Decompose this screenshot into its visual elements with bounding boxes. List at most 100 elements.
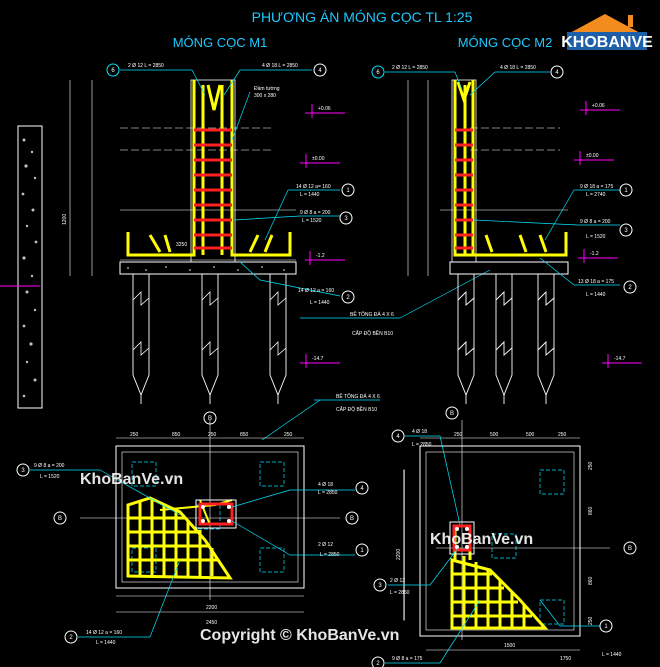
m1-callout-l1440-b: L = 1440 [310, 300, 330, 306]
plan-m1-callout-l1520: L = 1520 [40, 474, 60, 480]
svg-text:6: 6 [111, 68, 115, 74]
plan-m1-bubble-1: 1 [360, 548, 364, 554]
m1-callout-l1440: L = 1440 [300, 192, 320, 198]
note-grade-1: CẤP ĐỘ BỀN B10 [352, 330, 393, 337]
plan-m2-bubble-3: 3 [378, 583, 382, 589]
plan-m2-dim-1500: 1500 [504, 643, 515, 649]
m2-bubble-4: 4 [555, 70, 559, 76]
m1-callout-l1520: L = 1520 [302, 218, 322, 224]
m2-callout-2phi12: 2 Ø 12 L = 2850 [392, 65, 428, 71]
plan-m2-bubble-4: 4 [396, 434, 400, 440]
plan-m2-callout-2phi12: 2 Ø 12 [390, 578, 405, 584]
plan-m2-dim-side-4: 860 [588, 576, 594, 585]
plan-m2-callout-l2850b: L = 2850 [390, 590, 410, 596]
plan-m1-axis-right: B [350, 516, 354, 522]
watermark-2: KhoBanVe.vn [430, 531, 533, 548]
plan-m1-axis-top: B [208, 416, 212, 422]
note-concrete-1: BÊ TÔNG ĐÁ 4 X 6 [350, 310, 394, 318]
watermark-copyright: Copyright © KhoBanVe.vn [200, 627, 399, 644]
plan-m1: 250 850 250 850 250 [16, 411, 369, 646]
note-concrete-2: BÊ TÔNG ĐÁ 4 X 6 [336, 392, 380, 400]
m1-bubble-3: 3 [344, 216, 348, 222]
m1-level-147: -14.7 [312, 356, 324, 362]
m2-bubble-2: 2 [628, 285, 632, 291]
plan-m1-callout-l1440: L = 1440 [96, 640, 116, 646]
plan-m1-callout-2phi12: 2 Ø 12 [318, 542, 333, 548]
plan-m1-callout-l2850b: L = 2850 [320, 552, 340, 558]
m1-bubble-1: 1 [346, 188, 350, 194]
plan-m1-callout-4phi18: 4 Ø 18 [318, 482, 333, 488]
plan-m2: 250 500 500 250 2200 250 860 860 250 [371, 406, 637, 667]
m1-dim-1200: 1200 [62, 214, 68, 225]
m1-callout-dam: Đầm tường [254, 86, 280, 92]
m1-callout-9phi8: 9 Ø 8 a = 200 [300, 210, 331, 216]
m1-dim-250: 3250 [176, 242, 187, 248]
note-grade-2: CẤP ĐỘ BỀN B10 [336, 406, 377, 413]
watermark-1: KhoBanVe.vn [80, 471, 183, 488]
plan-m1-dim-5: 250 [284, 432, 293, 438]
m1-callout-4phi18: 4 Ø 18 L = 2850 [262, 63, 298, 69]
section-m1: 1200 +0.06 ±0.00 -1.2 -14.7 [62, 63, 355, 404]
plan-m1-dim-2200: 2200 [206, 605, 217, 611]
plan-m2-axis-top: B [450, 411, 454, 417]
plan-m1-callout-14phi12: 14 Ø 12 a = 160 [86, 630, 122, 636]
plan-m2-dim-4: 250 [558, 432, 567, 438]
wall-hatch-strip [0, 125, 43, 409]
m2-callout-4phi18: 4 Ø 18 L = 2850 [500, 65, 536, 71]
m1-callout-14phi12: 14 Ø 12 a= 160 [296, 184, 331, 190]
plan-m1-callout-9phi8: 9 Ø 8 a = 200 [34, 463, 65, 469]
plan-m2-dim-side-2: 250 [588, 461, 594, 470]
m2-callout-l1440: L = 1440 [586, 292, 606, 298]
m2-level-000: ±0.00 [586, 153, 599, 159]
plan-m1-callout-l2850: L = 2850 [318, 490, 338, 496]
plan-m2-dim-side-1: 2200 [396, 549, 402, 560]
plan-m2-callout-4phi18: 4 Ø 18 [412, 429, 427, 435]
section-m2: +0.06 ±0.00 -1.2 -14.7 [371, 65, 642, 404]
plan-m2-dim-1750: 1750 [560, 656, 571, 662]
plan-m1-dim-2: 850 [172, 432, 181, 438]
logo-roof-icon [568, 14, 642, 34]
plan-m2-dim-2: 500 [490, 432, 499, 438]
plan-m2-dim-3: 500 [526, 432, 535, 438]
plan-m2-dim-side-3: 860 [588, 506, 594, 515]
concrete-notes: BÊ TÔNG ĐÁ 4 X 6 CẤP ĐỘ BỀN B10 BÊ TÔNG … [261, 269, 491, 441]
m1-level-000: ±0.00 [312, 156, 325, 162]
drawing-title: PHƯƠNG ÁN MÓNG CỌC TL 1:25 [252, 9, 473, 25]
plan-m2-dim-1: 250 [454, 432, 463, 438]
m2-callout-l1520: L = 1520 [586, 234, 606, 240]
khobanve-logo: KHOBANVE [561, 14, 653, 51]
m2-level-147: -14.7 [614, 356, 626, 362]
m1-callout-dam-size: 300 x 280 [254, 93, 276, 99]
section-m2-title: MÓNG CỌC M2 [458, 35, 553, 50]
plan-m2-bubble-1: 1 [604, 624, 608, 630]
m1-level-006: +0.06 [318, 106, 331, 112]
m2-level-006: +0.06 [592, 103, 605, 109]
plan-m1-bubble-3: 3 [21, 468, 25, 474]
m1-callout-14phi12-b: 14 Ø 12 a = 160 [298, 288, 334, 294]
m2-bubble-3: 3 [624, 228, 628, 234]
m2-callout-l2740: L = 2740 [586, 192, 606, 198]
plan-m1-bubble-4: 4 [360, 486, 364, 492]
plan-m2-callout-9phi8: 9 Ø 8 a = 175 [392, 656, 423, 662]
m2-callout-9phi18: 9 Ø 18 a = 175 [580, 184, 613, 190]
plan-m1-bubble-2: 2 [69, 635, 73, 641]
m1-bubble-4: 4 [318, 68, 322, 74]
logo-text: KHOBANVE [561, 34, 653, 51]
plan-m1-dim-4: 850 [240, 432, 249, 438]
plan-m1-dim-3: 250 [208, 432, 217, 438]
m1-bubble-2: 2 [346, 295, 350, 301]
plan-m2-dim-side-5: 250 [588, 616, 594, 625]
svg-text:6: 6 [376, 70, 380, 76]
m2-callout-9phi8: 9 Ø 8 a = 200 [580, 219, 611, 225]
plan-m1-dim-1: 250 [130, 432, 139, 438]
plan-m2-callout-l1440: L = 1440 [602, 652, 622, 658]
plan-m1-axis-left: B [58, 516, 62, 522]
plan-m2-axis-right: B [628, 546, 632, 552]
m1-callout-2phi12: 2 Ø 12 L = 2850 [128, 63, 164, 69]
plan-m1-dim-2450: 2450 [206, 620, 217, 626]
plan-m2-callout-l2850: L = 2850 [412, 442, 432, 448]
m1-level-12: -1.2 [316, 253, 325, 259]
m2-callout-13phi18: 13 Ø 18 a = 175 [578, 279, 614, 285]
m2-level-12: -1.2 [590, 251, 599, 257]
